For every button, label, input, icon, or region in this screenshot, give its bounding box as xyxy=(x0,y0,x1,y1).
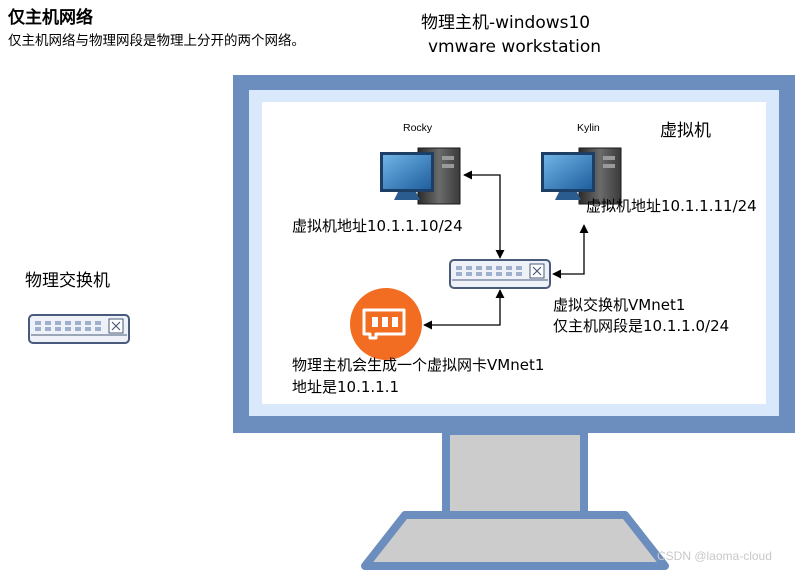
network-switch-icon xyxy=(449,259,551,289)
watermark: CSDN @laoma-cloud xyxy=(657,549,772,563)
diagram-subtitle: 仅主机网络与物理网段是物理上分开的两个网络。 xyxy=(8,33,305,49)
computer-icon xyxy=(541,147,622,205)
monitor-frame xyxy=(233,75,795,433)
network-switch-icon xyxy=(28,314,130,344)
host-title-line1: 物理主机-windows10 xyxy=(421,13,591,33)
diagram-title: 仅主机网络 xyxy=(8,8,93,28)
connector-vswitch-vnic xyxy=(423,289,505,330)
vnic-label-line1: 物理主机会生成一个虚拟网卡VMnet1 xyxy=(292,356,545,374)
network-card-icon xyxy=(350,288,422,360)
rocky-vm-name: Rocky xyxy=(403,122,433,134)
rocky-vm-address: 虚拟机地址10.1.1.10/24 xyxy=(292,217,463,235)
computer-icon xyxy=(380,147,461,205)
vswitch-label-line1: 虚拟交换机VMnet1 xyxy=(553,296,686,314)
connector-kylin-vswitch xyxy=(552,224,589,279)
kylin-vm-address: 虚拟机地址10.1.1.11/24 xyxy=(586,197,757,215)
vnic-label-line2: 地址是10.1.1.1 xyxy=(292,378,400,396)
connector-rocky-vswitch xyxy=(463,170,505,259)
host-title-line2: vmware workstation xyxy=(428,37,602,57)
vm-area-label: 虚拟机 xyxy=(660,121,711,141)
monitor-stand xyxy=(361,427,669,570)
kylin-vm-name: Kylin xyxy=(577,122,600,134)
vswitch-label-line2: 仅主机网段是10.1.1.0/24 xyxy=(553,317,730,335)
physical-switch-label: 物理交换机 xyxy=(25,271,110,291)
